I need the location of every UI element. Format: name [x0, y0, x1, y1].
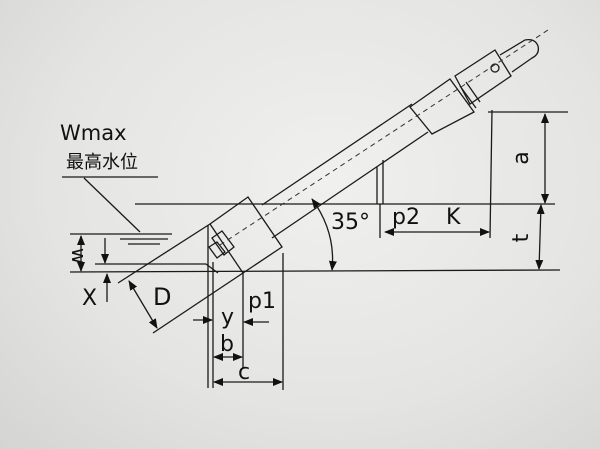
x-label: X [82, 286, 97, 311]
d-dimension [128, 280, 158, 329]
k-label: K [446, 205, 461, 230]
angle-arc [311, 198, 337, 271]
x-level-line [95, 263, 219, 274]
wmax-leader [83, 177, 141, 233]
b-label: b [220, 332, 234, 357]
bottom-line [69, 269, 561, 273]
wmax-cn-label: 最高水位 [66, 152, 138, 173]
w-label: w [67, 248, 91, 264]
level-gauge [117, 29, 549, 334]
d-label: D [153, 283, 171, 311]
centerline [219, 29, 549, 246]
gauge-head [499, 38, 540, 73]
y-label: y [221, 305, 234, 330]
c-label: c [238, 360, 250, 385]
t-label: t [509, 233, 534, 242]
dimensions [77, 113, 549, 386]
wmax-label: Wmax [60, 121, 127, 145]
angle-label: 35° [331, 210, 370, 235]
p1-label: p1 [248, 289, 276, 314]
float-block [209, 196, 283, 274]
reference-lines [62, 111, 568, 274]
p2-label: p2 [392, 205, 420, 230]
t-dimension [535, 204, 545, 270]
gauge-block [409, 78, 475, 135]
extension-lines [207, 109, 493, 390]
a-label: a [509, 151, 534, 164]
